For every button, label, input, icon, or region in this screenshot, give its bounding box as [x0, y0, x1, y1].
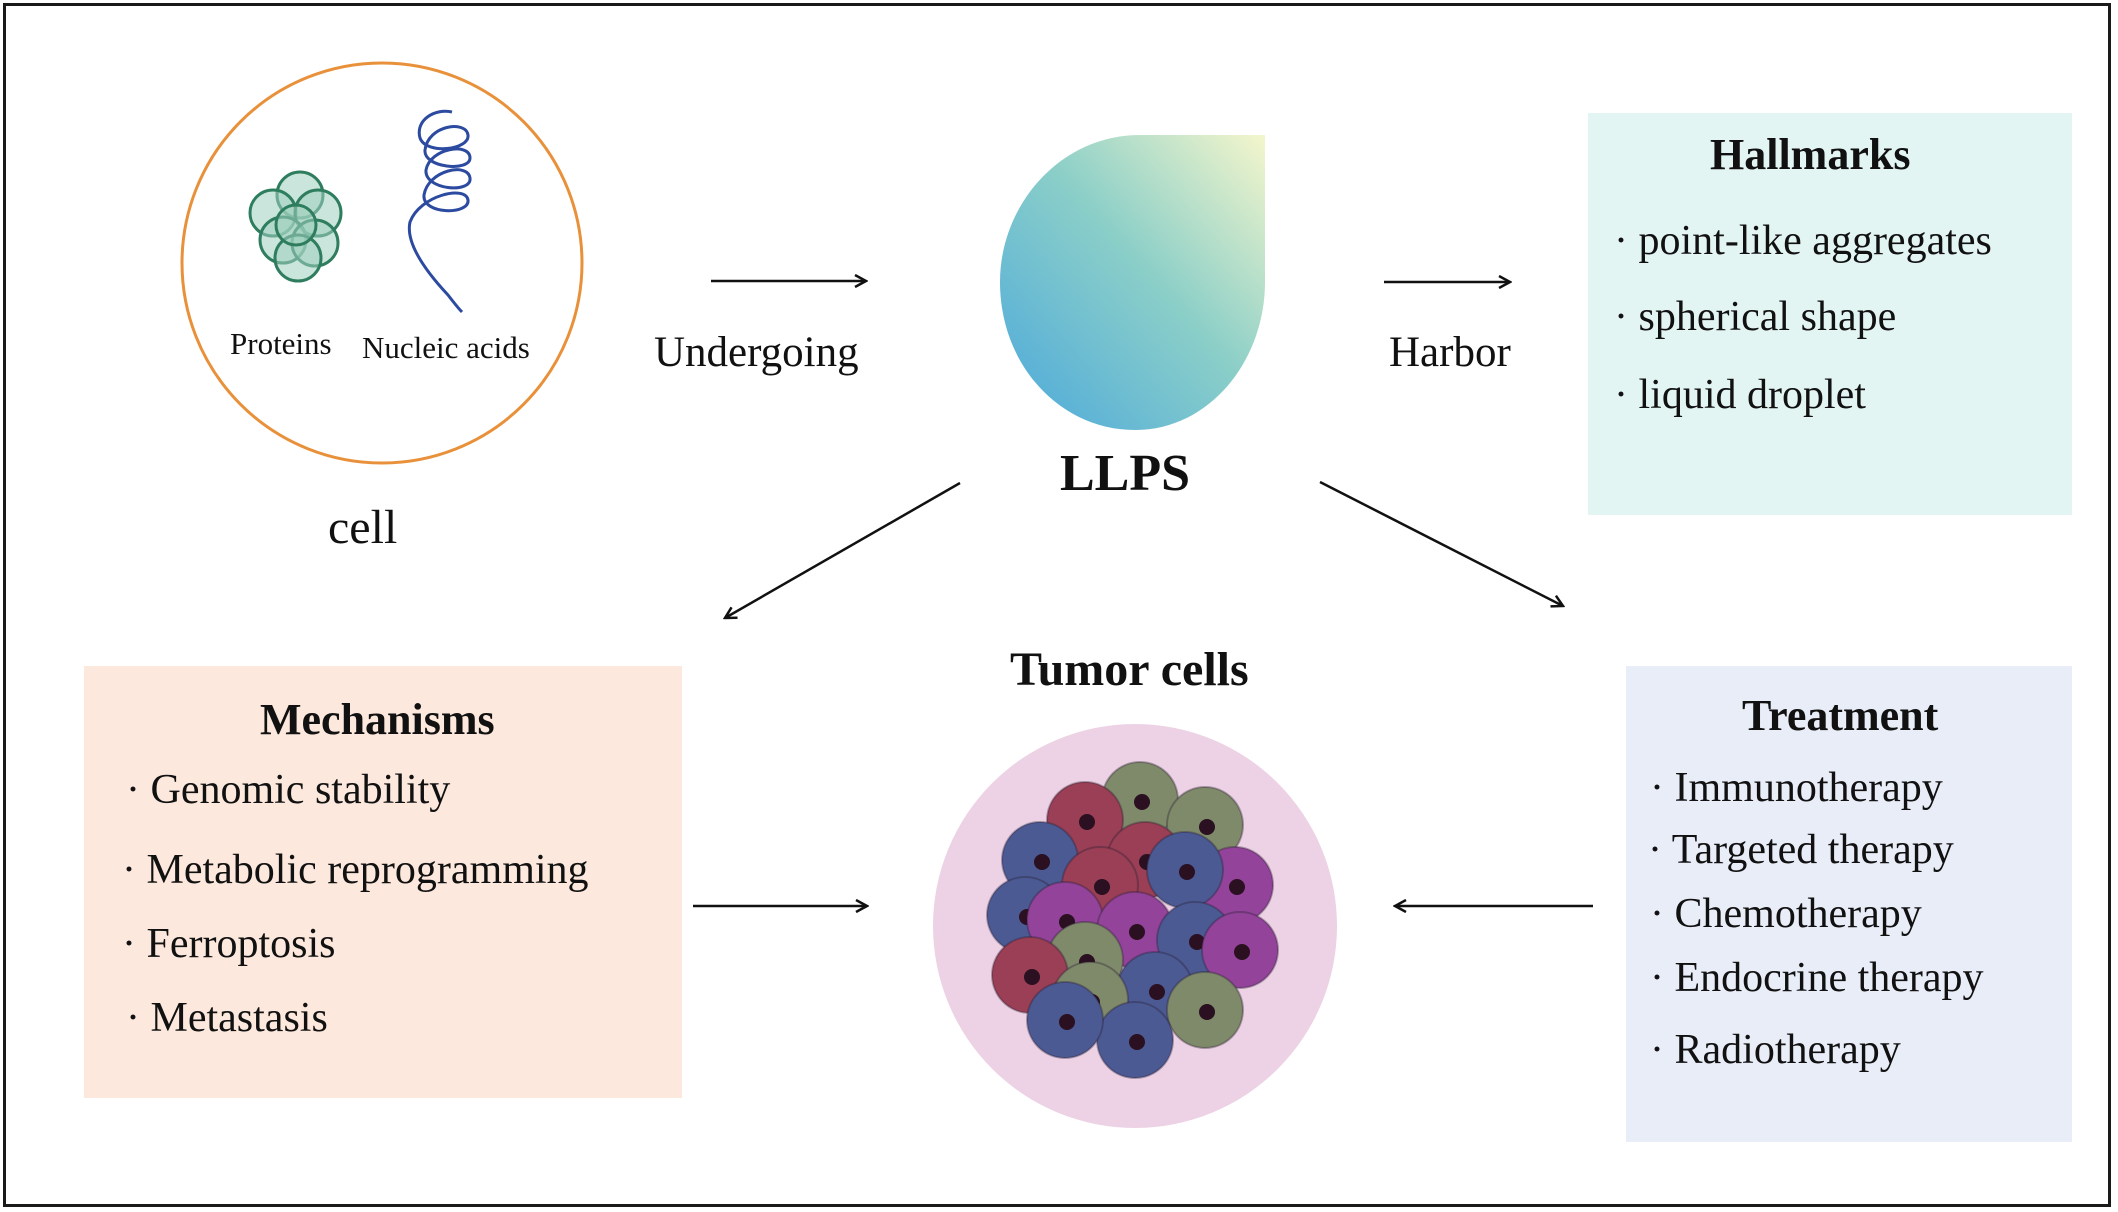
tumor-cell-nucleus: [1199, 1004, 1215, 1020]
tumor-cell-nucleus: [1229, 879, 1245, 895]
tumor-cells-label: Tumor cells: [1010, 643, 1249, 696]
nucleic-acids-label: Nucleic acids: [362, 330, 530, 365]
figure-frame: [3, 3, 2111, 1207]
tumor-cell-nucleus: [1094, 879, 1110, 895]
treatment-item: · Immunotherapy: [1650, 765, 1943, 811]
tumor-cell-nucleus: [1179, 864, 1195, 880]
tumor-cell-nucleus: [1134, 794, 1150, 810]
tumor-cell-nucleus: [1149, 984, 1165, 1000]
harbor-label: Harbor: [1389, 329, 1511, 376]
treatment-title: Treatment: [1742, 691, 1939, 740]
llps-label: LLPS: [1060, 445, 1191, 502]
tumor-cell-nucleus: [1189, 934, 1205, 950]
treatment-item: · Targeted therapy: [1648, 827, 1954, 873]
tumor-cell-nucleus: [1129, 924, 1145, 940]
mechanisms-item: · Metastasis: [126, 995, 328, 1041]
tumor-cell-nucleus: [1059, 1014, 1075, 1030]
hallmarks-item: · liquid droplet: [1614, 372, 1866, 418]
tumor-cell-nucleus: [1129, 1034, 1145, 1050]
tumor-cell-nucleus: [1199, 819, 1215, 835]
arrow-llps-to-treatment: [1319, 480, 1563, 606]
hallmarks-item: · point-like aggregates: [1614, 218, 1992, 264]
arrow-llps-to-mechanisms: [725, 481, 961, 618]
mechanisms-item: · Ferroptosis: [122, 921, 336, 967]
treatment-item: · Endocrine therapy: [1650, 955, 1984, 1001]
tumor-cell-nucleus: [1034, 854, 1050, 870]
tumor-cell-nucleus: [1079, 814, 1095, 830]
mechanisms-title: Mechanisms: [260, 695, 495, 744]
tumor-cells-cluster: [986, 761, 1279, 1079]
mechanisms-item: · Genomic stability: [126, 767, 451, 813]
cell-circle: [180, 61, 584, 465]
treatment-item: · Radiotherapy: [1650, 1027, 1901, 1073]
cell-label: cell: [328, 501, 398, 554]
hallmarks-item: · spherical shape: [1614, 294, 1897, 340]
hallmarks-box: Hallmarks · point-like aggregates · sphe…: [1588, 113, 2072, 515]
treatment-box: Treatment · Immunotherapy · Targeted the…: [1626, 666, 2072, 1142]
proteins-label: Proteins: [230, 326, 332, 361]
mechanisms-item: · Metabolic reprogramming: [122, 847, 589, 893]
proteins-icon: [248, 170, 343, 283]
tumor-cell-nucleus: [1234, 944, 1250, 960]
mechanisms-box: Mechanisms · Genomic stability · Metabol…: [84, 666, 682, 1098]
nucleic-acids-icon: [407, 109, 472, 314]
treatment-item: · Chemotherapy: [1650, 891, 1922, 937]
hallmarks-title: Hallmarks: [1710, 130, 1911, 179]
tumor-cell-nucleus: [1024, 969, 1040, 985]
undergoing-label: Undergoing: [654, 329, 859, 376]
llps-droplet: [1000, 135, 1265, 430]
